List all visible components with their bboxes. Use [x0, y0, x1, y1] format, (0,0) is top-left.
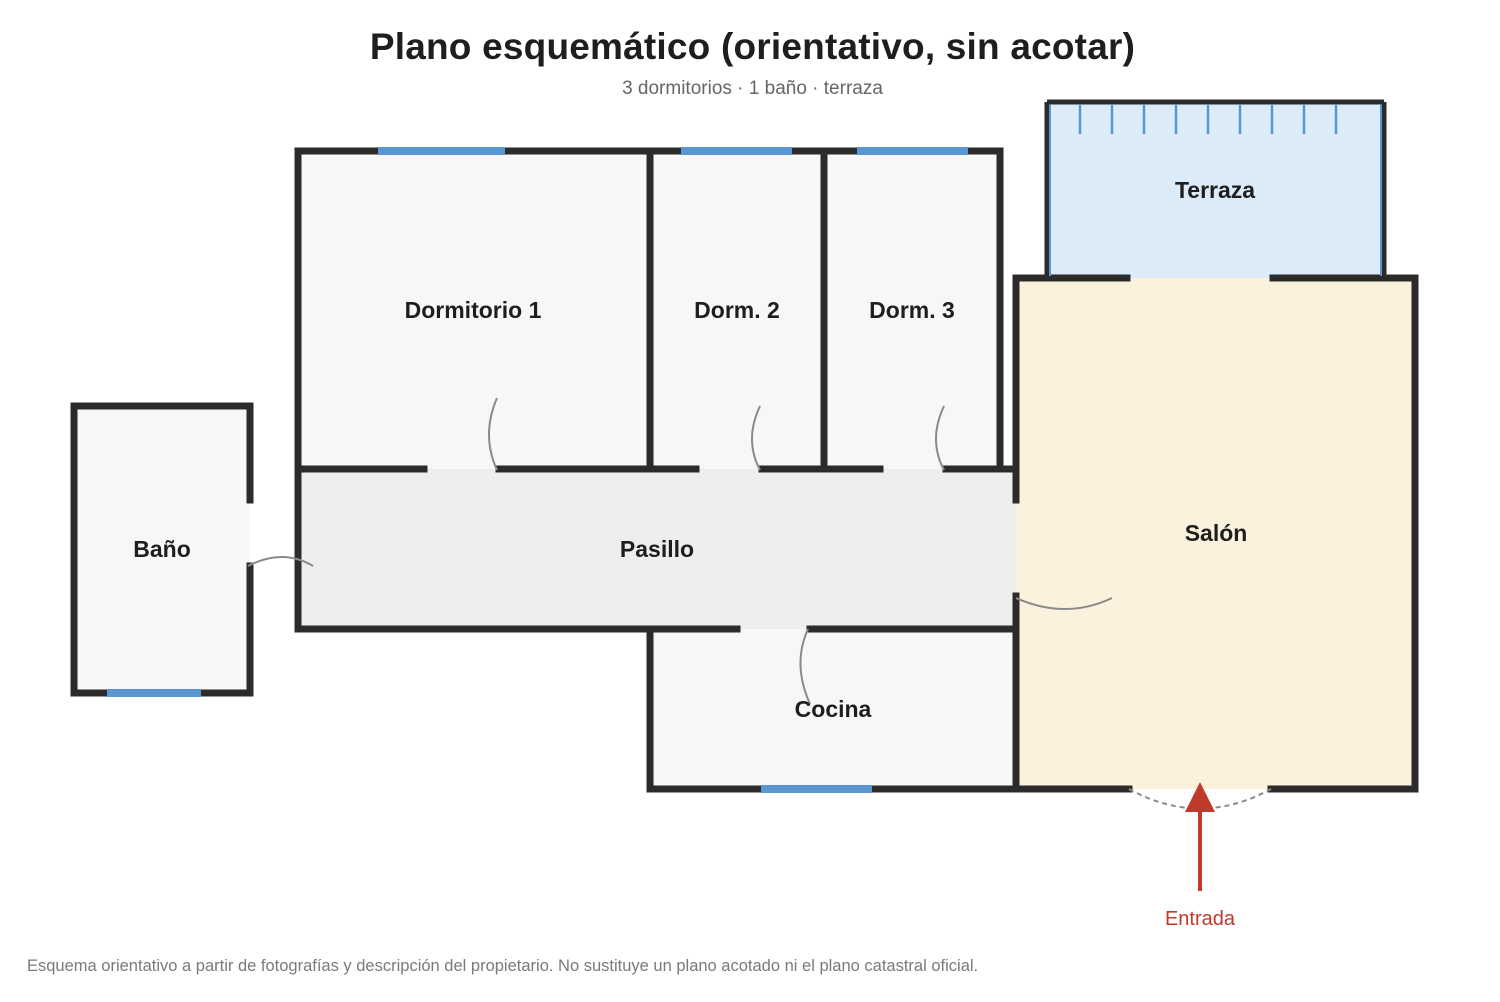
- entrance-arrow: [1185, 782, 1215, 891]
- label-terraza: Terraza: [1175, 177, 1255, 203]
- windows: [107, 147, 968, 793]
- label-salon: Salón: [1185, 520, 1248, 546]
- room-salon: [1016, 278, 1415, 789]
- label-dorm-2: Dorm. 2: [694, 297, 780, 323]
- room-dorm-3: [826, 151, 1000, 469]
- label-pasillo: Pasillo: [620, 536, 694, 562]
- room-pasillo: [298, 469, 1016, 629]
- label-bano: Baño: [133, 536, 191, 562]
- terrace-railing: [1044, 99, 1387, 276]
- room-terraza: [1047, 102, 1384, 278]
- footnote: Esquema orientativo a partir de fotograf…: [27, 957, 979, 975]
- page-title: Plano esquemático (orientativo, sin acot…: [369, 26, 1136, 67]
- room-bano: [74, 406, 250, 693]
- page-subtitle: 3 dormitorios · 1 baño · terraza: [622, 78, 883, 99]
- label-cocina: Cocina: [795, 696, 872, 722]
- room-dorm-2: [650, 151, 824, 469]
- label-dorm-3: Dorm. 3: [869, 297, 955, 323]
- room-dormitorio-1: [298, 151, 648, 469]
- room-cocina: [650, 629, 1016, 789]
- label-entrada: Entrada: [1165, 908, 1236, 930]
- label-dormitorio-1: Dormitorio 1: [405, 297, 542, 323]
